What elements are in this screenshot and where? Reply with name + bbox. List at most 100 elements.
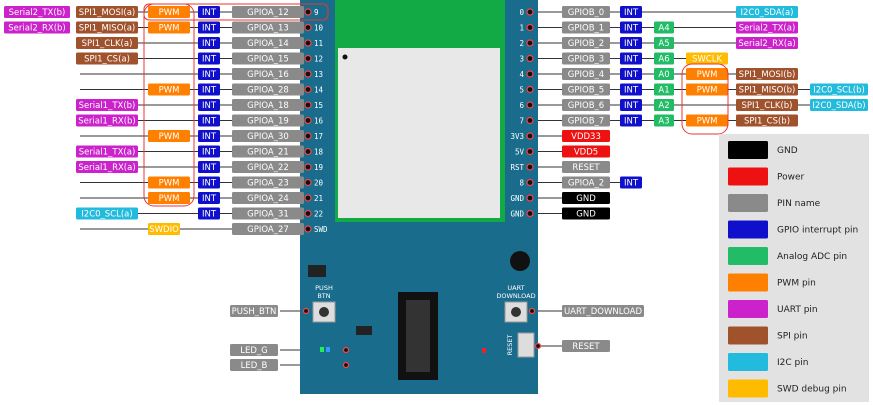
- left-tag-gpioa-16: GPIOA_16: [247, 70, 289, 80]
- right-tag-int: INT: [624, 8, 639, 18]
- buzzer: [510, 251, 530, 271]
- left-pin-pad[interactable]: [304, 178, 312, 187]
- left-pin-pad[interactable]: [304, 54, 312, 63]
- push-button-cap: [319, 307, 329, 317]
- bottom-left-push-btn: PUSH_BTN: [230, 305, 310, 317]
- right-tag-i2c0-sda-a-box: [736, 6, 798, 18]
- right-tag-gpiob-7: GPIOB_7: [568, 117, 604, 127]
- right-pin-pad[interactable]: [526, 54, 534, 63]
- left-pin-pad[interactable]: [304, 116, 312, 125]
- left-tag-spi1-miso-a-box: [76, 21, 138, 34]
- right-tag-serial2-tx-a: Serial2_TX(a): [739, 24, 796, 34]
- right-pin-pad[interactable]: [526, 85, 534, 94]
- left-tag-spi1-cs-a: SPI1_CS(a): [84, 55, 130, 65]
- left-pin-number: 20: [314, 179, 324, 188]
- left-tag-serial2-tx-b-box: [4, 6, 70, 18]
- right-tag-gpiob-1: GPIOB_1: [568, 24, 604, 34]
- right-pin-pad[interactable]: [526, 163, 534, 171]
- left-pin-number: 9: [314, 8, 319, 17]
- right-tag-serial2-rx-a: Serial2_RX(a): [738, 39, 795, 49]
- bottom-tag-reset-box: [562, 340, 610, 352]
- left-tag-int-box: [198, 192, 220, 204]
- left-pin-pad[interactable]: [304, 132, 312, 140]
- left-tag-int: INT: [202, 194, 217, 204]
- left-tag-gpioa-27: GPIOA_27: [247, 225, 289, 235]
- legend-item-gpio-interrupt-pin: GPIO interrupt pin: [728, 220, 858, 239]
- left-tag-int: INT: [202, 39, 217, 49]
- right-tag-reset-box: [562, 161, 610, 173]
- bottom-right-pad[interactable]: [534, 342, 542, 350]
- right-pin-pad[interactable]: [526, 194, 534, 202]
- left-tag-int-box: [198, 130, 220, 142]
- right-pin-pad[interactable]: [526, 116, 534, 125]
- right-tag-swclk-box: [686, 52, 728, 65]
- right-tag-reset: RESET: [572, 163, 600, 173]
- left-tag-spi1-miso-a: SPI1_MISO(a): [79, 24, 135, 34]
- legend-item-spi-pin: SPI pin: [728, 326, 808, 345]
- usb-connector-inner: [406, 300, 430, 372]
- left-tag-pwm: PWM: [159, 179, 180, 189]
- bottom-left-pad[interactable]: [342, 346, 350, 354]
- right-pin-pad[interactable]: [526, 132, 534, 140]
- left-pin-pad[interactable]: [304, 101, 312, 109]
- left-pin-pad[interactable]: [304, 163, 312, 171]
- right-pin-pad[interactable]: [526, 101, 534, 109]
- left-pin-pad[interactable]: [304, 194, 312, 202]
- left-tag-gpioa-24-box: [232, 192, 304, 204]
- bottom-left-pad[interactable]: [302, 307, 310, 315]
- right-tag-int: INT: [624, 55, 639, 65]
- right-tag-serial2-rx-a-box: [736, 37, 798, 49]
- right-tag-pwm: PWM: [697, 86, 718, 96]
- right-pin-number: 1: [519, 24, 524, 33]
- left-pin-number: 11: [314, 39, 323, 48]
- left-pin-pad[interactable]: [304, 8, 312, 16]
- left-tag-int: INT: [202, 55, 217, 65]
- left-pin-pad[interactable]: [304, 39, 312, 47]
- right-tag-gpiob-2-box: [562, 37, 610, 49]
- left-pin-pad[interactable]: [304, 209, 312, 218]
- right-pin-pad[interactable]: [526, 178, 534, 187]
- legend-swatch: [728, 273, 768, 292]
- left-tag-gpioa-19: GPIOA_19: [247, 117, 289, 127]
- board-label-btn: BTN: [317, 292, 330, 300]
- legend-swatch: [728, 141, 768, 159]
- left-tag-gpioa-13: GPIOA_13: [247, 24, 289, 34]
- right-pin-pad[interactable]: [526, 70, 534, 78]
- legend-label: Analog ADC pin: [777, 252, 847, 262]
- left-tag-gpioa-24: GPIOA_24: [247, 194, 289, 204]
- bottom-right-pad[interactable]: [528, 307, 536, 315]
- right-pin-pad[interactable]: [526, 8, 534, 16]
- bottom-right-uart-download: UART_DOWNLOAD: [528, 305, 644, 317]
- right-pin-pad[interactable]: [526, 23, 534, 32]
- legend-label: UART pin: [777, 305, 818, 315]
- left-pin-pad[interactable]: [304, 225, 312, 233]
- bottom-tag-led-g-box: [230, 344, 278, 356]
- right-pin-number: 4: [519, 70, 524, 79]
- left-pin-pad[interactable]: [304, 23, 312, 32]
- left-tag-int-box: [198, 99, 220, 111]
- right-tag-pwm-box: [686, 68, 728, 80]
- left-pin-pad[interactable]: [304, 147, 312, 156]
- right-pin-pad[interactable]: [526, 39, 534, 47]
- bottom-left-pad[interactable]: [342, 361, 350, 369]
- bottom-tag-uart-download: UART_DOWNLOAD: [564, 307, 643, 317]
- right-tag-gpiob-3-box: [562, 52, 610, 65]
- left-pin-pad[interactable]: [304, 85, 312, 94]
- right-tag-spi1-miso-b: SPI1_MISO(b): [739, 86, 796, 96]
- legend-swatch: [728, 167, 768, 186]
- right-pin-pad[interactable]: [526, 147, 534, 156]
- left-tag-int: INT: [202, 86, 217, 96]
- right-pin-number: 2: [519, 39, 524, 48]
- left-tag-int-box: [198, 114, 220, 127]
- reset-switch[interactable]: [517, 332, 535, 358]
- left-pin-pad[interactable]: [304, 70, 312, 78]
- right-pin-pad[interactable]: [526, 209, 534, 218]
